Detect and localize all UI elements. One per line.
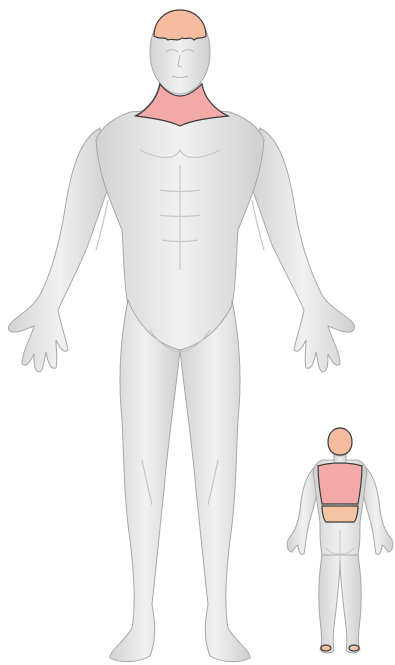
top-of-head-region[interactable] — [154, 10, 206, 40]
front-left-leg[interactable] — [110, 300, 180, 662]
upper-back-region[interactable] — [318, 463, 362, 504]
right-heel-region[interactable] — [349, 645, 359, 651]
front-right-leg[interactable] — [180, 300, 250, 662]
back-of-head-region[interactable] — [328, 428, 352, 455]
lower-back-region[interactable] — [322, 506, 358, 522]
front-left-arm[interactable] — [8, 128, 110, 372]
back-body-figure — [287, 428, 393, 653]
front-right-arm[interactable] — [250, 128, 355, 372]
left-heel-region[interactable] — [321, 645, 331, 651]
back-legs[interactable] — [319, 555, 362, 653]
